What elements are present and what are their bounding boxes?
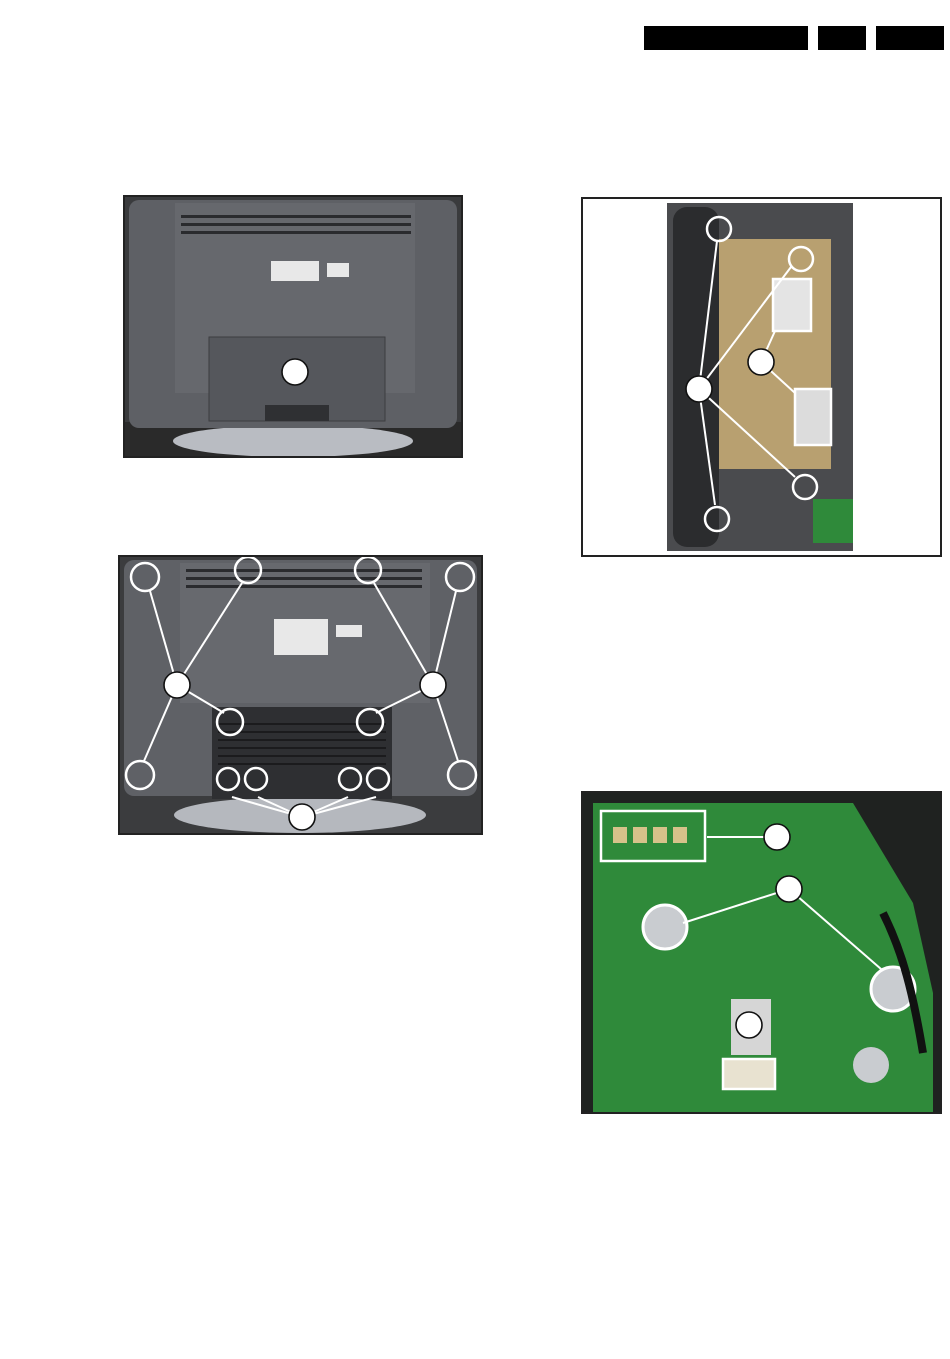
- pcb-detail-photo: [583, 793, 940, 1112]
- figure-pcb-detail: [581, 791, 942, 1114]
- figure-board-unit: [581, 197, 942, 557]
- callout-5: [686, 376, 712, 402]
- figure-rear-screws: [118, 555, 483, 835]
- callout-3: [420, 672, 446, 698]
- header-block-2: [818, 26, 866, 50]
- callout-1: [282, 359, 308, 385]
- rear-screws-photo: [120, 557, 481, 833]
- board-unit-photo: [583, 199, 940, 555]
- figure-rear-cover: [123, 195, 463, 458]
- callout-7: [764, 824, 790, 850]
- callout-9: [736, 1012, 762, 1038]
- header-block-1: [644, 26, 808, 50]
- callout-8: [776, 876, 802, 902]
- header-block-3: [876, 26, 944, 50]
- callout-6: [748, 349, 774, 375]
- callout-4: [289, 804, 315, 830]
- rear-cover-photo: [125, 197, 461, 456]
- callout-2: [164, 672, 190, 698]
